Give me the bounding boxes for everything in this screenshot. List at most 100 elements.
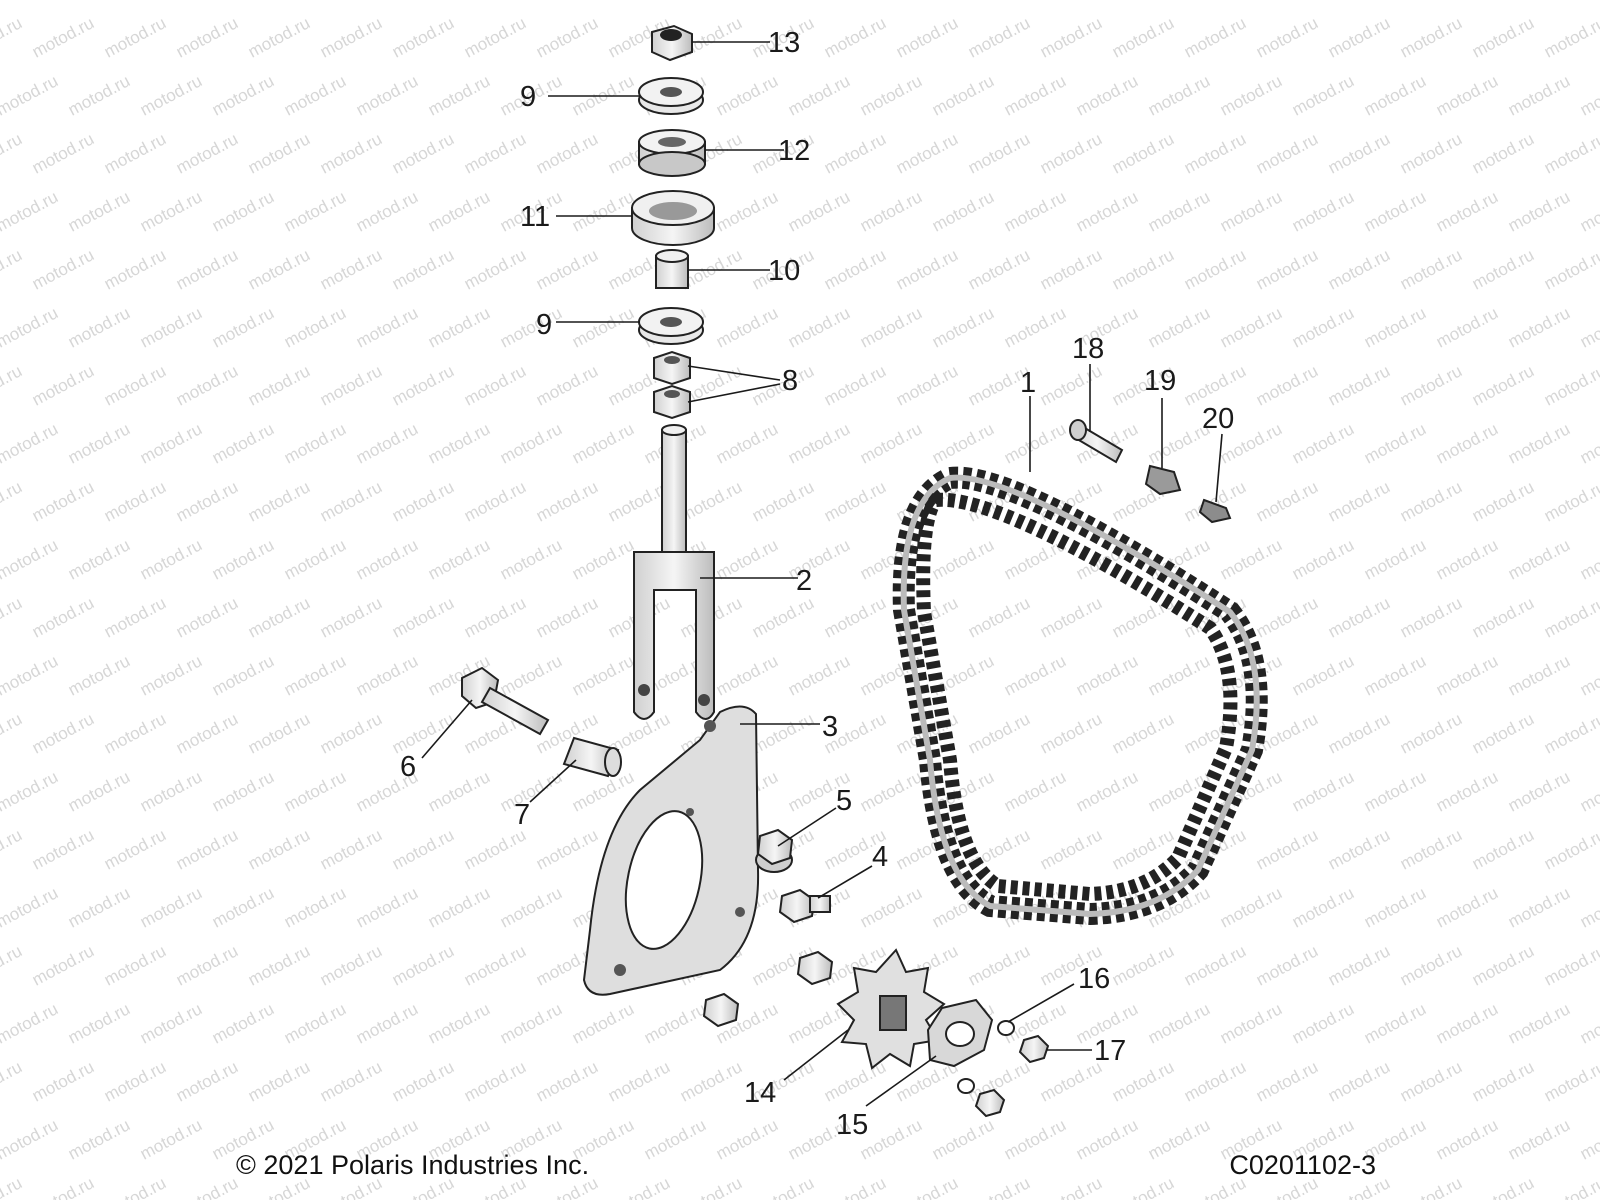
watermark-text: motod.ru (461, 245, 529, 293)
watermark-text: motod.ru (1289, 883, 1357, 931)
part-16-lock-washers (957, 1020, 1015, 1094)
watermark-text: motod.ru (209, 0, 277, 4)
watermark-text: motod.ru (29, 593, 97, 641)
watermark-text: motod.ru (713, 651, 781, 699)
watermark-text: motod.ru (101, 1173, 169, 1200)
part-20-spring-clip (1198, 498, 1232, 524)
watermark-text: motod.ru (1325, 1057, 1393, 1105)
watermark-text: motod.ru (209, 767, 277, 815)
watermark-text: motod.ru (713, 187, 781, 235)
watermark-text: motod.ru (1073, 651, 1141, 699)
watermark-text: motod.ru (1325, 477, 1393, 525)
watermark-text: motod.ru (1505, 0, 1573, 4)
watermark-text: motod.ru (389, 593, 457, 641)
part-10-spacer (655, 249, 689, 289)
callout-5: 5 (836, 785, 852, 817)
watermark-text: motod.ru (785, 187, 853, 235)
watermark-text: motod.ru (1253, 941, 1321, 989)
callouts: 13 9 12 11 10 9 8 2 3 6 7 5 4 14 15 16 1… (400, 27, 1234, 1141)
watermark-text: motod.ru (1361, 883, 1429, 931)
watermark-text: motod.ru (785, 0, 853, 4)
watermark-text: motod.ru (209, 419, 277, 467)
watermark-text: motod.ru (1433, 1115, 1501, 1163)
watermark-text: motod.ru (1577, 0, 1600, 4)
watermark-text: motod.ru (929, 1115, 997, 1163)
watermark-text: motod.ru (209, 999, 277, 1047)
watermark-text: motod.ru (281, 883, 349, 931)
watermark-text: motod.ru (713, 303, 781, 351)
watermark-text: motod.ru (497, 883, 565, 931)
watermark-text: motod.ru (425, 767, 493, 815)
watermark-text: motod.ru (1217, 883, 1285, 931)
watermark-text: motod.ru (317, 361, 385, 409)
watermark-text: motod.ru (1037, 1173, 1105, 1200)
watermark-text: motod.ru (893, 13, 961, 61)
watermark-text: motod.ru (1577, 187, 1600, 235)
watermark-text: motod.ru (1397, 129, 1465, 177)
watermark-text: motod.ru (389, 361, 457, 409)
watermark-text: motod.ru (929, 187, 997, 235)
watermark-text: motod.ru (29, 245, 97, 293)
watermark-text: motod.ru (173, 1173, 241, 1200)
watermark-text: motod.ru (389, 129, 457, 177)
watermark-text: motod.ru (209, 651, 277, 699)
watermark-text: motod.ru (245, 361, 313, 409)
watermark-text: motod.ru (1109, 1173, 1177, 1200)
watermark-text: motod.ru (29, 709, 97, 757)
watermark-text: motod.ru (101, 1057, 169, 1105)
watermark-text: motod.ru (1325, 709, 1393, 757)
watermark-text: motod.ru (461, 1057, 529, 1105)
watermark-text: motod.ru (1505, 767, 1573, 815)
watermark-text: motod.ru (1325, 593, 1393, 641)
watermark-text: motod.ru (1325, 245, 1393, 293)
watermark-text: motod.ru (569, 535, 637, 583)
watermark-text: motod.ru (0, 13, 25, 61)
watermark-text: motod.ru (1505, 883, 1573, 931)
watermark-text: motod.ru (173, 1057, 241, 1105)
watermark-text: motod.ru (641, 1115, 709, 1163)
callout-20: 20 (1202, 403, 1234, 435)
watermark-text: motod.ru (1577, 651, 1600, 699)
watermark-text: motod.ru (29, 1173, 97, 1200)
copyright-notice: © 2021 Polaris Industries Inc. (236, 1150, 590, 1180)
watermark-text: motod.ru (569, 0, 637, 4)
watermark-text: motod.ru (65, 71, 133, 119)
watermark-text: motod.ru (137, 883, 205, 931)
watermark-text: motod.ru (857, 187, 925, 235)
watermark-text: motod.ru (173, 13, 241, 61)
watermark-text: motod.ru (281, 0, 349, 4)
watermark-text: motod.ru (821, 1057, 889, 1105)
watermark-text: motod.ru (1073, 0, 1141, 4)
watermark-text: motod.ru (533, 477, 601, 525)
watermark-text: motod.ru (0, 71, 61, 119)
watermark-text: motod.ru (677, 1173, 745, 1200)
watermark-text: motod.ru (1289, 0, 1357, 4)
watermark-text: motod.ru (1289, 651, 1357, 699)
watermark-text: motod.ru (65, 535, 133, 583)
watermark-text: motod.ru (0, 593, 25, 641)
watermark-text: motod.ru (893, 129, 961, 177)
watermark-text: motod.ru (929, 71, 997, 119)
callout-8: 8 (782, 365, 798, 397)
watermark-text: motod.ru (137, 303, 205, 351)
watermark-text: motod.ru (749, 709, 817, 757)
watermark-text: motod.ru (245, 245, 313, 293)
watermark-text: motod.ru (1505, 1115, 1573, 1163)
watermark-text: motod.ru (425, 303, 493, 351)
watermark-text: motod.ru (353, 535, 421, 583)
watermark-text: motod.ru (65, 883, 133, 931)
watermark-text: motod.ru (1397, 245, 1465, 293)
watermark-text: motod.ru (857, 883, 925, 931)
watermark-text: motod.ru (677, 477, 745, 525)
part-17-bolts (974, 1034, 1050, 1118)
watermark-text: motod.ru (1181, 129, 1249, 177)
watermark-text: motod.ru (1325, 825, 1393, 873)
watermark-text: motod.ru (1037, 129, 1105, 177)
watermark-text: motod.ru (1397, 593, 1465, 641)
watermark-text: motod.ru (0, 0, 61, 4)
watermark-text: motod.ru (965, 941, 1033, 989)
watermark-text: motod.ru (389, 477, 457, 525)
part-9-washer-upper (638, 77, 704, 115)
watermark-text: motod.ru (965, 13, 1033, 61)
watermark-text: motod.ru (497, 0, 565, 4)
